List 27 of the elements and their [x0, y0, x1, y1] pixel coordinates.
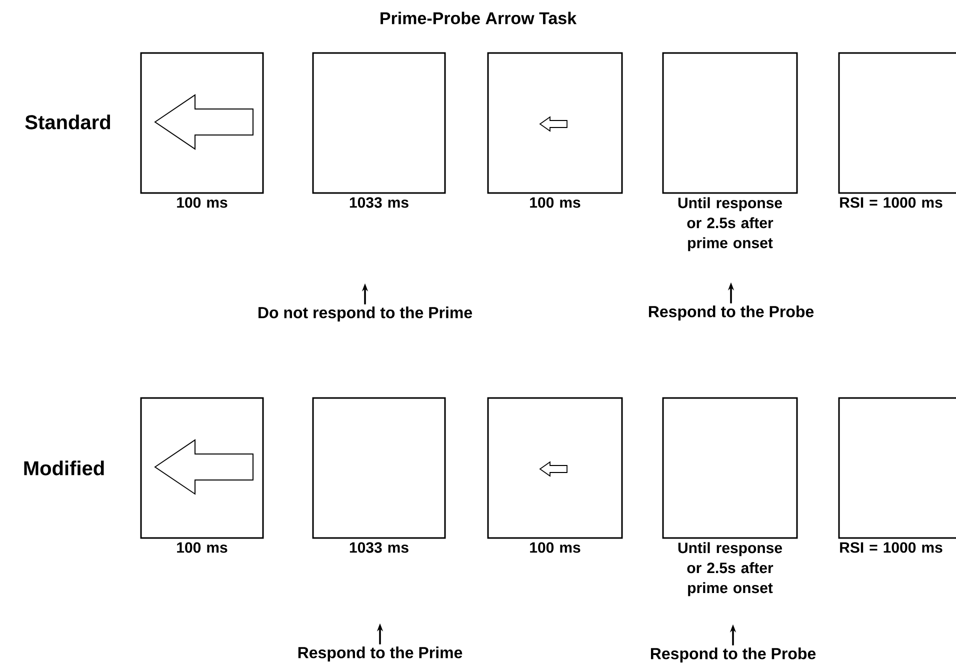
duration-label: Until response or 2.5s after prime onset: [678, 197, 782, 252]
row-label: Modified: [24, 460, 104, 476]
duration-label: 100 ms: [530, 197, 580, 208]
title: Prime-Probe Arrow Task: [380, 12, 577, 24]
instruction-text: Do not respond to the Prime: [258, 306, 472, 322]
duration-label: 100 ms: [177, 197, 228, 208]
stimulus-frame: [140, 52, 264, 194]
row-label: Standard: [25, 114, 110, 130]
stimulus-frame: [487, 397, 623, 539]
instruction-text: Respond to the Prime: [298, 646, 462, 662]
duration-label: 1033 ms: [350, 542, 408, 553]
duration-label: Until response or 2.5s after prime onset: [678, 542, 782, 596]
stimulus-frame: [312, 397, 446, 539]
instruction-text: Respond to the Probe: [650, 648, 816, 662]
stimulus-frame: [140, 397, 264, 539]
stimulus-frame: [838, 52, 956, 194]
instruction-text: Respond to the Probe: [648, 306, 814, 320]
duration-label: RSI = 1000 ms: [840, 542, 942, 553]
duration-label: 100 ms: [530, 542, 580, 553]
stimulus-frame: [838, 397, 956, 539]
stimulus-frame: [312, 52, 446, 194]
stimulus-frame: [487, 52, 623, 194]
stimulus-frame: [662, 52, 798, 194]
stimulus-frame: [662, 397, 798, 539]
duration-label: 100 ms: [177, 542, 228, 553]
duration-label: 1033 ms: [350, 197, 408, 208]
duration-label: RSI = 1000 ms: [840, 197, 942, 208]
